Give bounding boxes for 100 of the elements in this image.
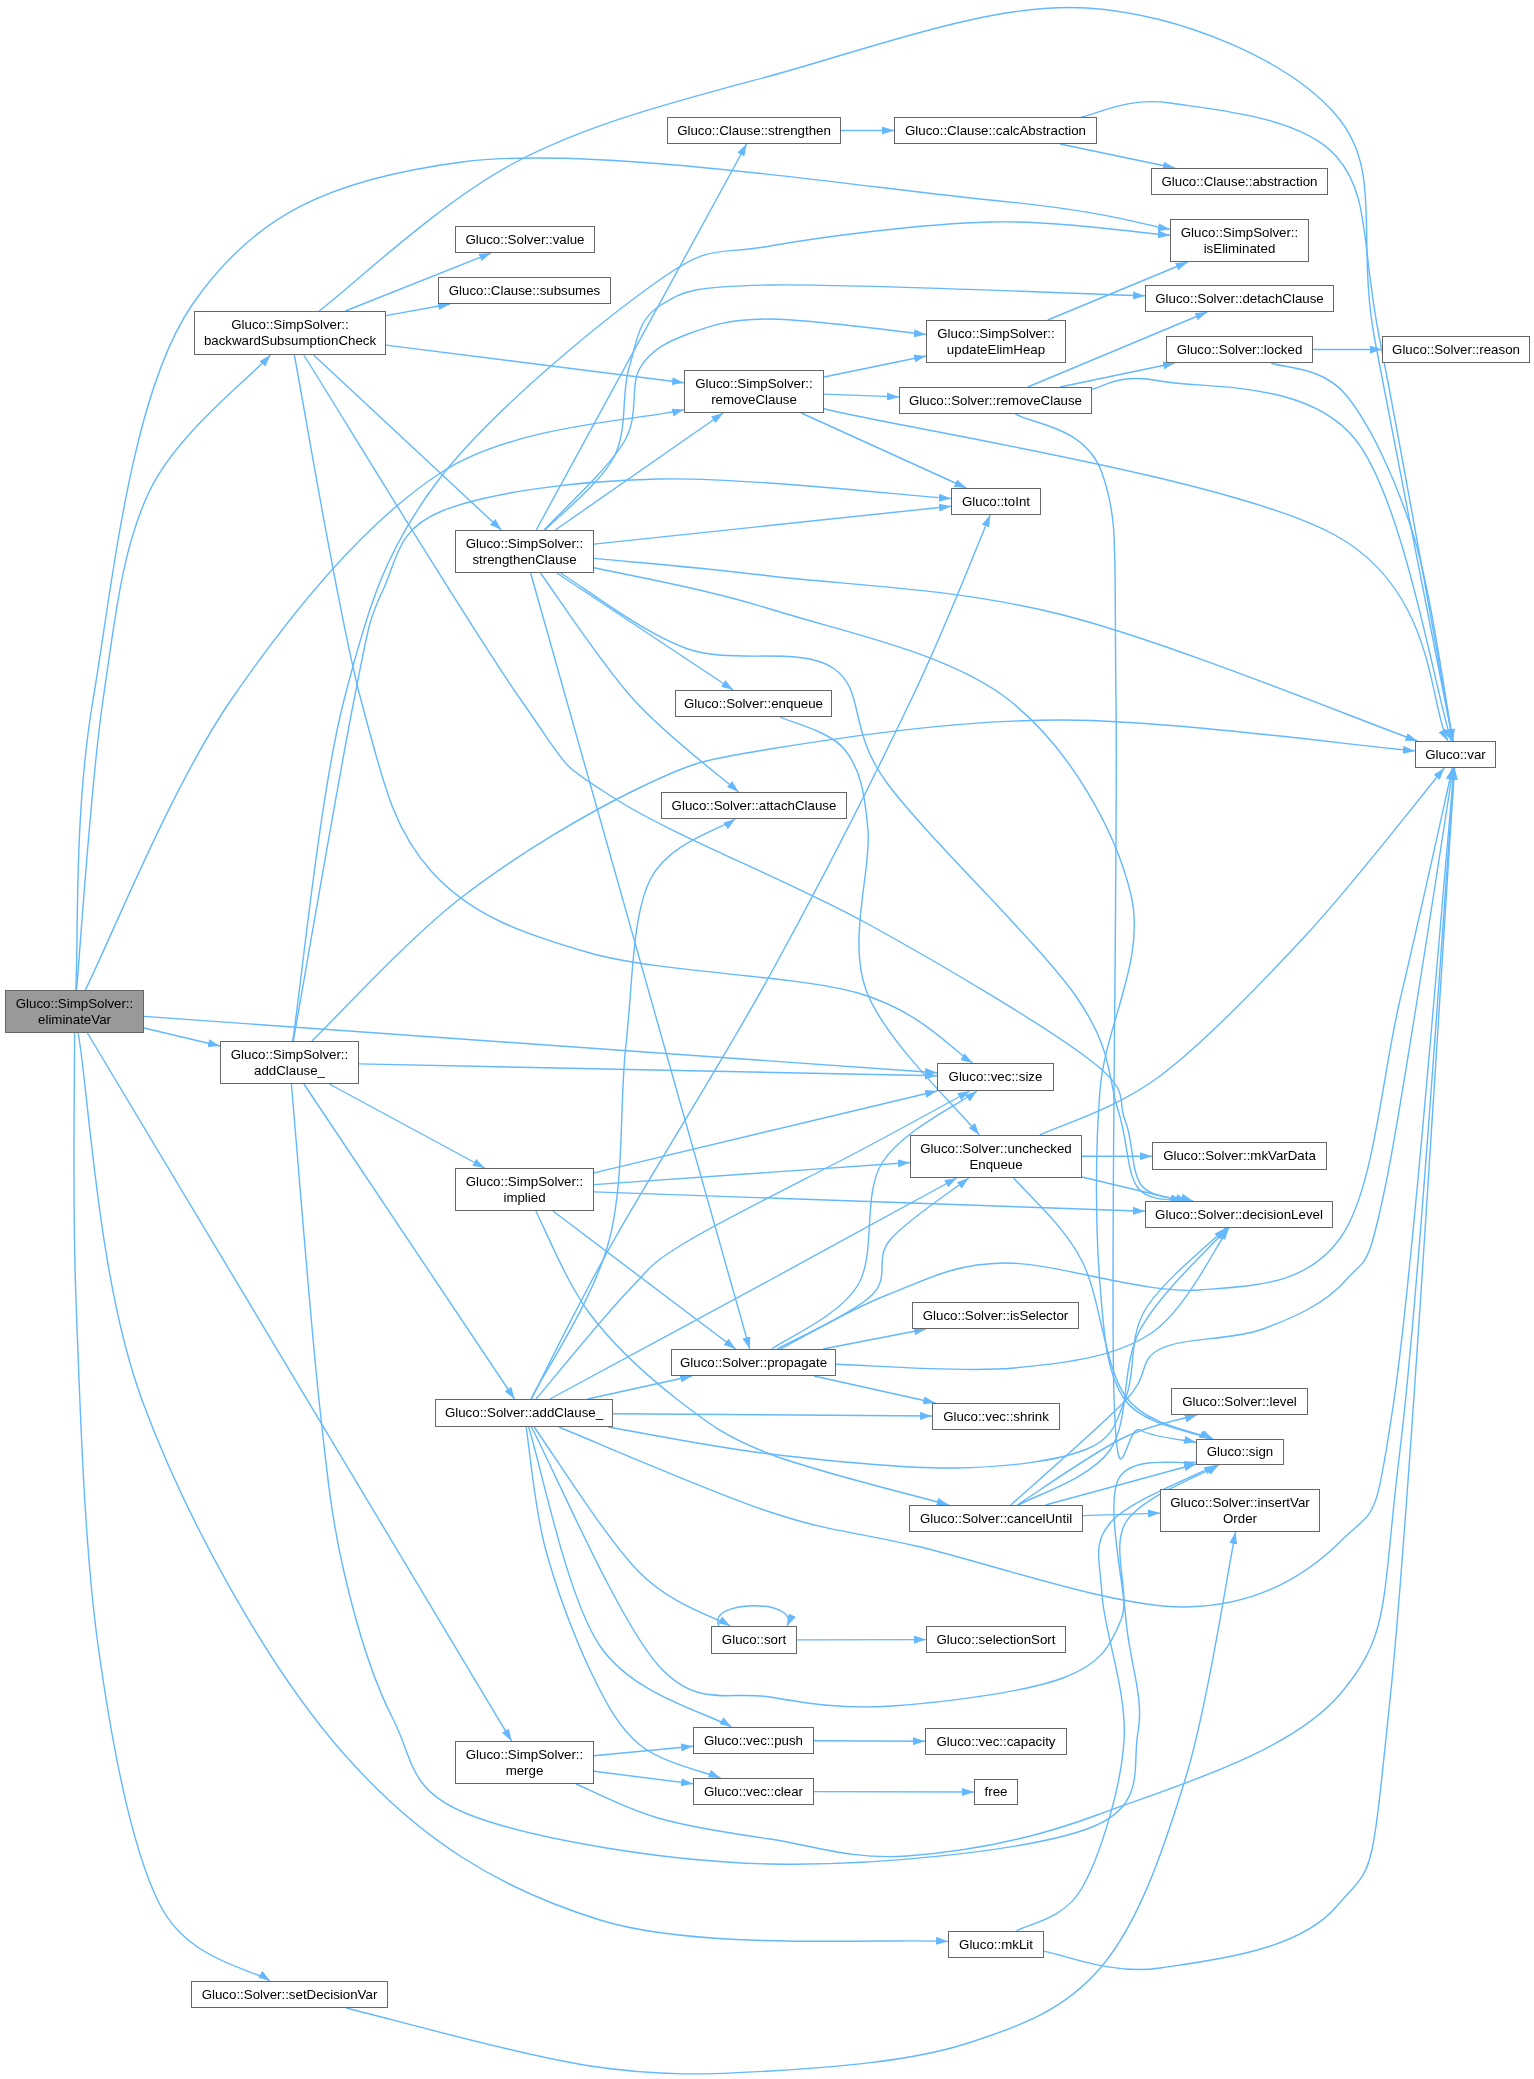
call-arrow: [779, 716, 980, 1136]
call-arrow: [535, 143, 748, 531]
call-arrow: [345, 1531, 1238, 2075]
call-arrow: [593, 1191, 1146, 1215]
call-arrow: [823, 408, 1449, 742]
call-arrow: [556, 572, 734, 691]
call-arrow: [1059, 361, 1176, 388]
function-box: Gluco::Solver::detachClause: [1145, 285, 1334, 312]
function-box: Gluco::Solver::level: [1171, 1388, 1308, 1415]
call-arrow: [344, 252, 492, 312]
call-arrow: [75, 354, 272, 991]
function-box: Gluco::Clause::subsumes: [438, 277, 611, 304]
call-arrow: [84, 408, 685, 991]
call-arrow: [776, 1177, 970, 1350]
function-box: Gluco::var: [1415, 741, 1496, 768]
function-box: Gluco::vec::shrink: [932, 1403, 1060, 1430]
call-arrow: [1059, 143, 1176, 170]
call-arrow: [143, 1027, 221, 1048]
call-arrow: [1014, 413, 1197, 1460]
call-arrow: [1091, 377, 1452, 742]
call-arrow: [303, 354, 1194, 1203]
function-box: Gluco::vec::push: [693, 1727, 814, 1754]
call-arrow: [1027, 311, 1208, 388]
call-arrow: [77, 1032, 949, 1946]
function-box: Gluco::Solver::cancelUntil: [909, 1505, 1083, 1532]
call-arrow: [358, 1063, 938, 1080]
call-arrow: [813, 1375, 937, 1405]
call-arrow: [612, 1411, 933, 1420]
function-box: Gluco::sort: [711, 1626, 797, 1654]
call-arrow: [311, 719, 1416, 1042]
function-box: Gluco::Clause::abstraction: [1151, 168, 1328, 195]
call-arrow: [1015, 1464, 1217, 1932]
call-arrow: [533, 1426, 731, 1627]
function-box: Gluco::SimpSolver:: merge: [455, 1741, 594, 1784]
call-arrow: [1312, 345, 1383, 354]
function-box: Gluco::Solver::propagate: [671, 1349, 836, 1376]
call-arrow: [1016, 1414, 1198, 1506]
function-box: Gluco::Solver::addClause_: [435, 1399, 613, 1427]
call-arrow: [823, 392, 900, 401]
function-box: Gluco::mkLit: [948, 1931, 1044, 1958]
call-arrow: [312, 354, 503, 531]
function-box: Gluco::Solver::removeClause: [899, 387, 1092, 414]
call-arrow: [535, 1090, 971, 1400]
call-arrow: [554, 412, 724, 531]
call-arrow: [328, 1083, 486, 1169]
function-box: Gluco::Solver::mkVarData: [1152, 1142, 1327, 1170]
call-arrow: [529, 572, 751, 1350]
call-arrow: [530, 1426, 1220, 1708]
call-arrow: [1010, 767, 1456, 1506]
function-box: Gluco::Solver::isSelector: [912, 1302, 1079, 1329]
call-arrow: [822, 1327, 927, 1350]
call-arrow: [813, 1787, 975, 1796]
call-arrow: [539, 572, 740, 793]
call-arrow: [1043, 767, 1458, 1971]
function-box: Gluco::SimpSolver:: updateElimHeap: [926, 320, 1066, 363]
call-arrow: [535, 1210, 950, 1506]
function-box: Gluco::Solver::unchecked Enqueue: [910, 1135, 1082, 1178]
function-box: Gluco::vec::size: [937, 1063, 1054, 1091]
function-box: Gluco::vec::capacity: [925, 1728, 1067, 1755]
call-arrow: [1047, 261, 1189, 321]
call-arrow: [290, 1083, 1197, 1865]
function-box: free: [974, 1779, 1018, 1805]
call-arrow: [593, 503, 952, 545]
function-box: Gluco::Solver::insertVar Order: [1160, 1489, 1320, 1532]
function-box: Gluco::SimpSolver:: implied: [455, 1168, 594, 1211]
call-arrow: [593, 1770, 694, 1787]
function-box: Gluco::Solver::value: [455, 226, 595, 253]
function-box: Gluco::SimpSolver:: isEliminated: [1170, 219, 1309, 262]
call-arrow: [796, 1635, 927, 1644]
call-arrow: [86, 1032, 513, 1742]
call-arrow: [779, 767, 1454, 1350]
call-arrow: [593, 1089, 938, 1174]
call-arrow: [593, 557, 1419, 742]
call-arrow: [593, 1159, 911, 1186]
call-arrow: [530, 514, 991, 1400]
call-arrow: [800, 412, 967, 489]
function-box: Gluco::Solver::reason: [1382, 336, 1530, 363]
call-arrow: [552, 1210, 737, 1350]
function-box: Gluco::sign: [1196, 1439, 1284, 1465]
function-box: Gluco::SimpSolver:: eliminateVar: [5, 990, 144, 1033]
function-box: Gluco::Solver::attachClause: [661, 792, 847, 819]
function-box: Gluco::toInt: [951, 488, 1041, 515]
call-arrow: [823, 354, 927, 378]
call-arrow: [1039, 767, 1445, 1136]
call-arrow: [73, 1032, 271, 1982]
call-arrow: [143, 1015, 938, 1076]
function-box: Gluco::Solver::decisionLevel: [1145, 1201, 1333, 1228]
call-arrow: [835, 1227, 1230, 1371]
function-box: Gluco::SimpSolver:: backwardSubsumptionCheck: [194, 311, 386, 355]
call-arrow: [293, 354, 974, 1064]
call-arrow: [1017, 1227, 1229, 1506]
call-arrow: [527, 1426, 733, 1728]
call-arrow: [1082, 1509, 1161, 1518]
call-arrow: [1044, 1463, 1197, 1506]
call-arrow: [543, 318, 927, 531]
function-box: Gluco::SimpSolver:: addClause_: [220, 1041, 359, 1084]
call-arrow: [593, 1743, 694, 1757]
function-box: Gluco::SimpSolver:: strengthenClause: [455, 530, 594, 573]
call-arrow: [1013, 1177, 1214, 1440]
call-arrow: [303, 1083, 516, 1400]
